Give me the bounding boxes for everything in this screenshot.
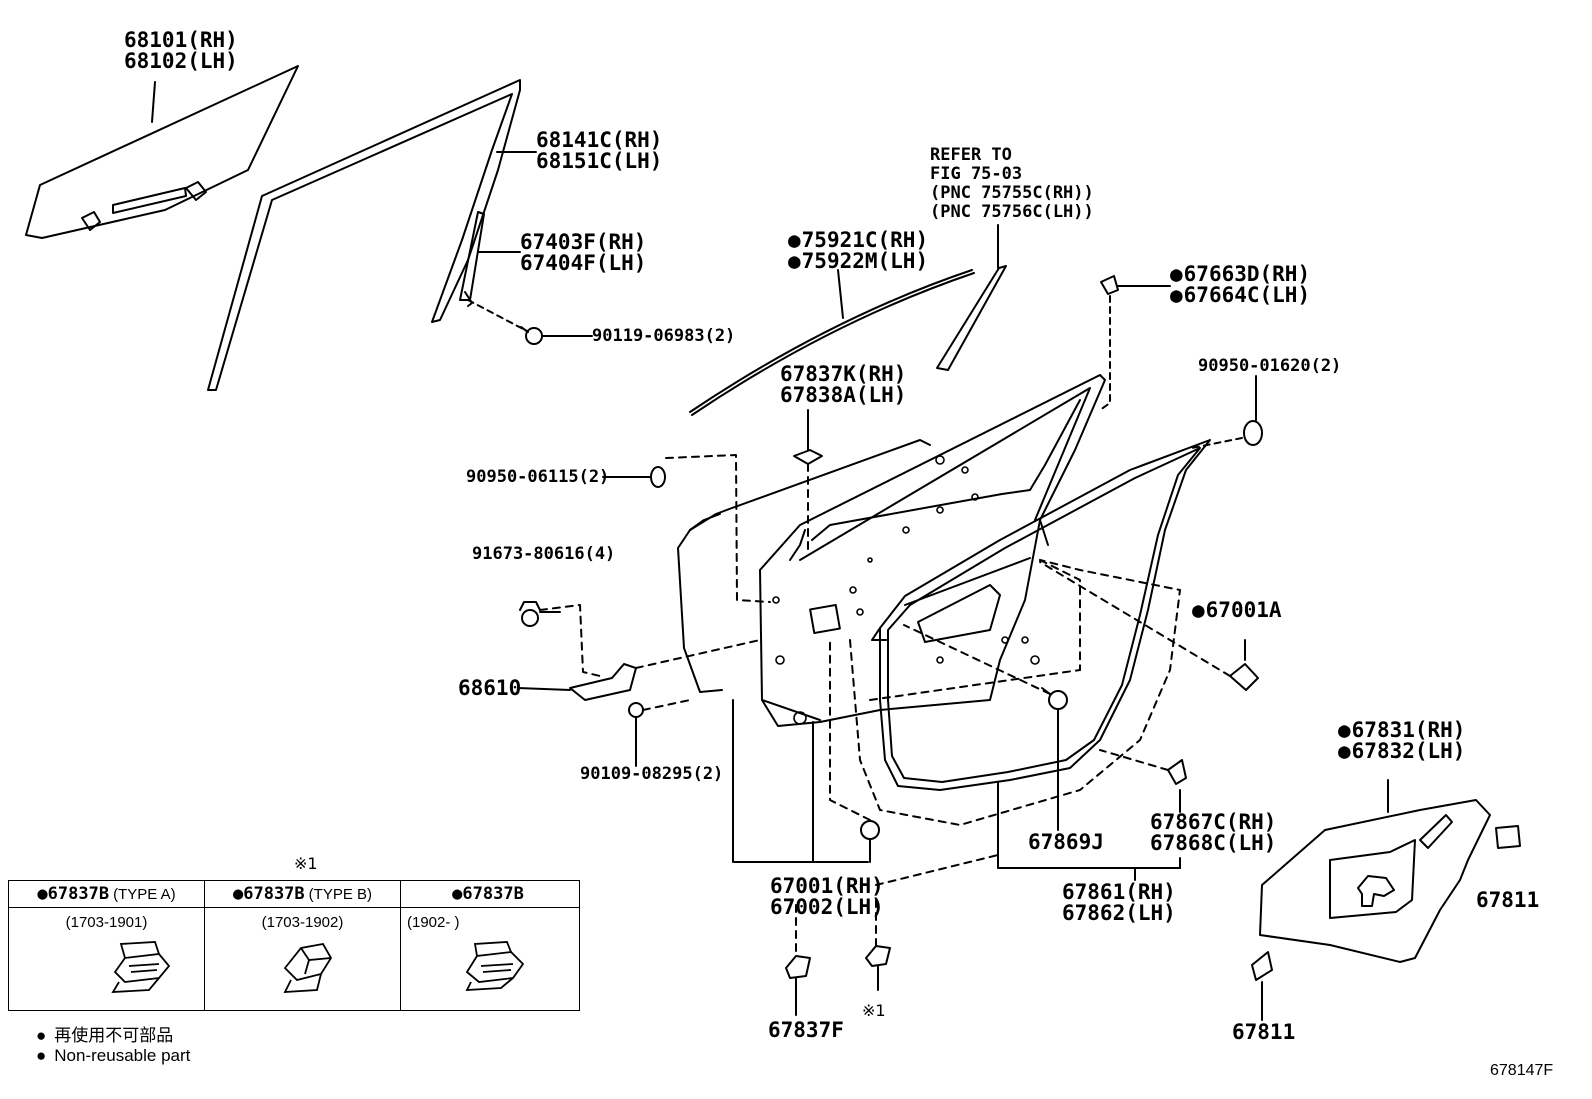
callout-67837f: 67837F bbox=[768, 1018, 844, 1042]
variant-a-range: (1703-1901) bbox=[65, 914, 148, 931]
variant-cell-type-a: (1703-1901) bbox=[9, 908, 205, 1010]
callout-68101-line1: 68101(RH) bbox=[124, 28, 238, 52]
callout-67663d-line1: 67663D(RH) bbox=[1170, 264, 1310, 285]
callout-67001-line1: 67001(RH) bbox=[770, 874, 884, 898]
figure-number: 678147F bbox=[1490, 1062, 1554, 1079]
callout-67811-pad-right: 67811 bbox=[1476, 888, 1540, 912]
callout-67831-line1: 67831(RH) bbox=[1338, 720, 1466, 741]
refer-line3: (PNC 75755C(RH)) bbox=[930, 183, 1094, 204]
callout-67837k-line1: 67837K(RH) bbox=[780, 362, 907, 386]
callout-75921c: 75921C(RH) 75922M(LH) bbox=[788, 230, 928, 272]
mark-1-bottom: ※1 bbox=[862, 1001, 886, 1020]
callout-90950-01620: 90950-01620(2) bbox=[1198, 356, 1342, 376]
callout-67869j: 67869J bbox=[1028, 830, 1104, 854]
callout-67861-line2: 67862(LH) bbox=[1062, 901, 1176, 925]
callout-67001-line2: 67002(LH) bbox=[770, 895, 884, 919]
clip-type-a-illustration bbox=[111, 941, 171, 993]
note-english: Non-reusable part bbox=[36, 1046, 190, 1066]
note-japanese: 再使用不可部品 bbox=[36, 1021, 173, 1046]
callout-68141c-line2: 68151C(LH) bbox=[536, 149, 663, 173]
callout-67811-pad-bottom: 67811 bbox=[1232, 1020, 1296, 1044]
callout-67867c-line2: 67868C(LH) bbox=[1150, 831, 1277, 855]
variant-header-current: 67837B bbox=[401, 881, 579, 907]
callout-67831: 67831(RH) 67832(LH) bbox=[1338, 720, 1466, 762]
callout-90109: 90109-08295(2) bbox=[580, 764, 724, 784]
variant-table-header: 67837B (TYPE A) 67837B (TYPE B) 67837B bbox=[9, 881, 579, 908]
refer-line4: (PNC 75756C(LH)) bbox=[930, 202, 1094, 223]
callout-90950-06115: 90950-06115(2) bbox=[466, 467, 610, 487]
callout-91673: 91673-80616(4) bbox=[472, 544, 616, 564]
clip-current-illustration bbox=[465, 941, 525, 991]
callout-67867c-line1: 67867C(RH) bbox=[1150, 810, 1277, 834]
callout-67837k-line2: 67838A(LH) bbox=[780, 383, 907, 407]
callout-67867c: 67867C(RH) 67868C(LH) bbox=[1150, 812, 1276, 854]
callout-67403f-line2: 67404F(LH) bbox=[520, 251, 647, 275]
callout-68141c-line1: 68141C(RH) bbox=[536, 128, 663, 152]
callout-68141c: 68141C(RH) 68151C(LH) bbox=[536, 130, 662, 172]
variant-c-part: 67837B bbox=[452, 884, 523, 904]
variant-cell-type-b: (1703-1902) bbox=[205, 908, 401, 1010]
variant-table-body: (1703-1901) (1703-1902) (1902- ) bbox=[9, 908, 579, 1010]
variant-b-range: (1703-1902) bbox=[261, 914, 344, 931]
callout-67001a: 67001A bbox=[1192, 600, 1282, 621]
callout-75921c-line1: 75921C(RH) bbox=[788, 230, 928, 251]
callout-67861: 67861(RH) 67862(LH) bbox=[1062, 882, 1176, 924]
refer-line2: FIG 75-03 bbox=[930, 164, 1023, 185]
callout-67831-line2: 67832(LH) bbox=[1338, 741, 1466, 762]
variant-header-type-a: 67837B (TYPE A) bbox=[9, 881, 205, 907]
callout-refer-fig: REFER TO FIG 75-03 (PNC 75755C(RH)) (PNC… bbox=[930, 145, 1094, 223]
callout-67837k: 67837K(RH) 67838A(LH) bbox=[780, 364, 906, 406]
variant-cell-current: (1902- ) bbox=[401, 908, 579, 1010]
variant-a-part: 67837B bbox=[37, 884, 109, 904]
clip-type-b-illustration bbox=[283, 943, 333, 993]
callout-67403f: 67403F(RH) 67404F(LH) bbox=[520, 232, 646, 274]
callout-90119: 90119-06983(2) bbox=[592, 326, 736, 346]
variant-a-type: (TYPE A) bbox=[113, 885, 176, 903]
callout-67403f-line1: 67403F(RH) bbox=[520, 230, 647, 254]
callout-75921c-line2: 75922M(LH) bbox=[788, 251, 928, 272]
variant-c-range: (1902- ) bbox=[407, 914, 460, 931]
callout-68101-line2: 68102(LH) bbox=[124, 49, 238, 73]
callout-67663d-line2: 67664C(LH) bbox=[1170, 285, 1310, 306]
variant-table: 67837B (TYPE A) 67837B (TYPE B) 67837B (… bbox=[8, 880, 580, 1011]
variant-b-type: (TYPE B) bbox=[308, 885, 372, 903]
mark-1-top: ※1 bbox=[294, 854, 318, 873]
variant-header-type-b: 67837B (TYPE B) bbox=[205, 881, 401, 907]
callout-67663d: 67663D(RH) 67664C(LH) bbox=[1170, 264, 1310, 306]
callout-68610: 68610 bbox=[458, 676, 522, 700]
callout-68101: 68101(RH) 68102(LH) bbox=[124, 30, 238, 72]
callout-67001: 67001(RH) 67002(LH) bbox=[770, 876, 884, 918]
refer-line1: REFER TO bbox=[930, 145, 1012, 165]
callout-67861-line1: 67861(RH) bbox=[1062, 880, 1176, 904]
variant-b-part: 67837B bbox=[233, 884, 304, 904]
